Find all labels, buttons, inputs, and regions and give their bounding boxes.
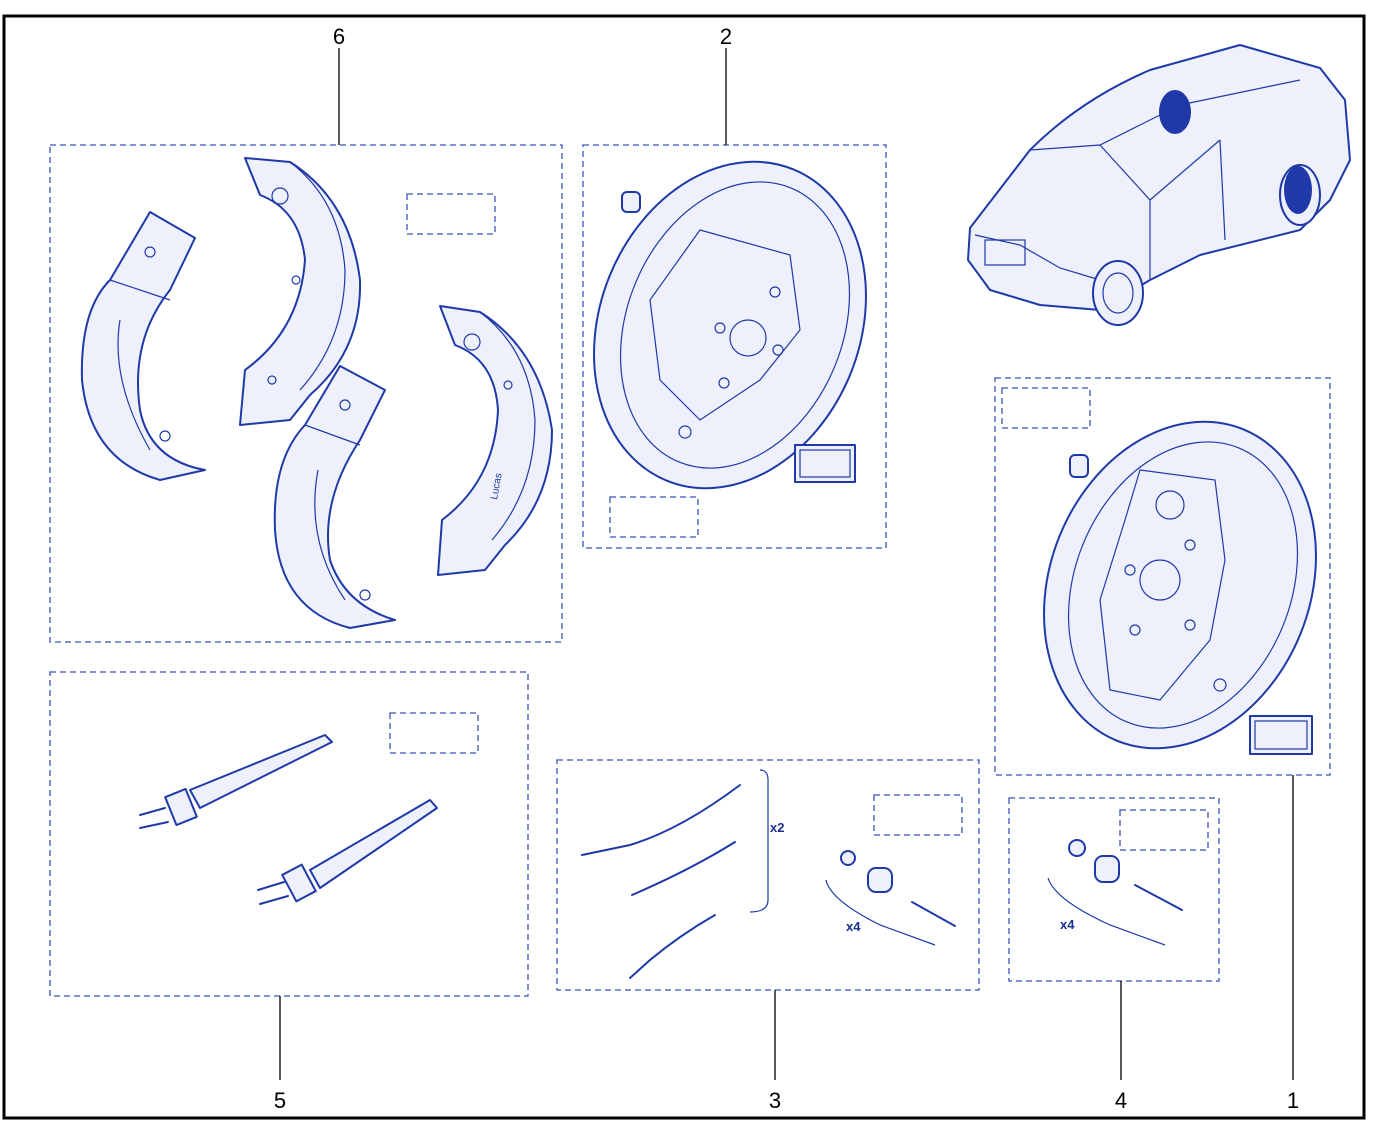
washer-icon: [840, 850, 856, 866]
backing-plate-2: [593, 160, 867, 490]
hold-down-pin-icon: [1134, 884, 1183, 911]
grommet-icon: [1069, 454, 1089, 478]
spring-medium: [631, 841, 736, 896]
adjuster-rod-a: [139, 734, 333, 829]
car-marker-roof: [1159, 90, 1191, 134]
label-plate-icon: [794, 444, 856, 483]
cup-spring-icon: [1094, 855, 1120, 883]
washer-icon: [1068, 839, 1086, 857]
spring-long: [581, 784, 741, 856]
callout-4: 4: [1115, 1088, 1127, 1113]
group-3-spring-kit: 3 x2 x4: [556, 759, 980, 1113]
group-6-brake-shoes: 6 Lucas: [49, 24, 563, 643]
qty-kit-4-pins: x4: [1060, 917, 1075, 932]
label-plate-icon: [1249, 715, 1313, 755]
callout-2: 2: [720, 24, 732, 49]
group-6-ref-box: [406, 193, 496, 235]
cup-spring-icon: [867, 867, 893, 893]
adjuster-rod-b: [257, 799, 438, 905]
brake-shoe-b: [239, 157, 362, 426]
qty-kit-3-pins: x4: [846, 919, 861, 934]
group-1-ref-box: [1001, 387, 1091, 429]
grommet-icon: [621, 191, 641, 213]
group-4-ref-box: [1119, 809, 1209, 851]
group-5-ref-box: [389, 712, 479, 754]
group-2-box: [582, 144, 887, 549]
group-2-ref-box: [609, 496, 699, 538]
spring-short: [629, 914, 716, 979]
group-3-ref-box: [873, 794, 963, 836]
shoe-marking: Lucas: [489, 472, 504, 500]
group-1-backing-plate: 1: [994, 377, 1331, 1113]
group-4-pin-kit: 4 x4: [1008, 797, 1220, 1113]
qty-springs: x2: [770, 820, 784, 835]
group-3-box: [556, 759, 980, 991]
group-5-adjusters: 5: [49, 671, 529, 1113]
group-5-box: [49, 671, 529, 997]
group-2-backing-plate: 2: [582, 24, 887, 549]
hold-down-pin-icon: [911, 901, 956, 927]
brake-shoe-a: [80, 211, 206, 481]
group-1-box: [994, 377, 1331, 776]
brake-shoe-c: [273, 365, 396, 629]
callout-5: 5: [274, 1088, 286, 1113]
callout-6: 6: [333, 24, 345, 49]
backing-plate-1: [1043, 420, 1317, 750]
group-4-box: [1008, 797, 1220, 982]
callout-1: 1: [1287, 1088, 1299, 1113]
car-marker-rear-wheel: [1284, 166, 1312, 214]
callout-3: 3: [769, 1088, 781, 1113]
car-illustration: [967, 44, 1351, 326]
group-6-box: [49, 144, 563, 643]
diagram-frame: [2, 14, 1366, 1120]
brake-shoe-d: Lucas: [437, 305, 553, 576]
